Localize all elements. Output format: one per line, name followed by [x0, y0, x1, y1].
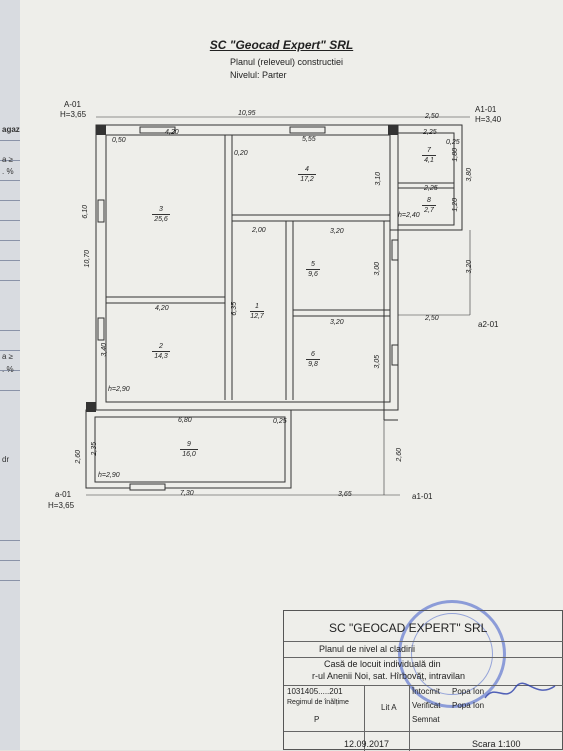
dimension-label: 3,40: [101, 343, 108, 357]
dimension-label: h=2,40: [398, 212, 420, 219]
dimension-label: 0,25: [273, 418, 287, 425]
titleblock-intocmit-name: Popa Ion: [452, 687, 485, 696]
titleblock-lit: Lit A: [381, 703, 397, 712]
porch-inner: [94, 416, 286, 483]
title-block: SC "GEOCAD EXPERT" SRL Planul de nivel a…: [283, 610, 563, 751]
titleblock-semnat: Semnat: [412, 715, 440, 724]
titleblock-regime-label: Regimul de înălțime: [287, 699, 349, 706]
dimension-label: 3,20: [330, 228, 344, 235]
dimension-label: 6,80: [178, 417, 192, 424]
sidebar-fragment: dr: [2, 455, 10, 464]
dimension-label: 2,50: [425, 315, 439, 322]
dimension-label: 10,70: [84, 250, 91, 268]
annex-wall: [389, 124, 463, 231]
sidebar-fragment: a ≥: [2, 352, 14, 361]
dimension-label: 0,50: [112, 137, 126, 144]
dimension-label: 2,25: [424, 185, 438, 192]
company-stamp: [398, 600, 506, 708]
dimension-label: 5,55: [302, 136, 316, 143]
annex-inner: [397, 132, 455, 226]
dimension-label: 1,20: [452, 198, 459, 212]
marker-height: H=3,65: [48, 501, 75, 510]
dimension-label: 2,50: [425, 113, 439, 120]
titleblock-date: 12.09.2017: [344, 739, 390, 749]
marker-A-01: A-01: [64, 100, 81, 109]
page-title: SC "Geocad Expert" SRL: [209, 38, 354, 52]
titleblock-object: Casă de locuit individuală din: [324, 659, 441, 669]
dimension-label: 6,10: [82, 205, 89, 219]
marker-a1-01: a1-01: [412, 492, 433, 501]
marker-height: H=3,65: [60, 110, 87, 119]
dimension-label: 2,35: [91, 442, 98, 456]
dimension-label: 2,25: [423, 129, 437, 136]
titleblock-scale: Scara 1:100: [472, 739, 521, 749]
level-label: Nivelul: Parter: [230, 70, 287, 80]
marker-a-01: a-01: [55, 490, 72, 499]
dimension-label: 3,00: [374, 262, 381, 276]
dimension-label: 10,95: [238, 110, 256, 117]
dimension-label: 2,60: [396, 448, 403, 462]
dimension-label: 3,80: [466, 168, 473, 182]
sidebar-fragment: . %: [2, 167, 14, 176]
titleblock-address: r-ul Anenii Noi, sat. Hîrbovăț, intravil…: [312, 671, 466, 681]
titleblock-company: SC "GEOCAD EXPERT" SRL: [329, 621, 488, 635]
dimension-label: 0,20: [234, 150, 248, 157]
dimension-label: h=2,90: [108, 386, 130, 393]
titleblock-verificat: Verificat: [412, 701, 441, 710]
titleblock-regime-value: P: [314, 715, 320, 724]
titleblock-plan: Planul de nivel al cladirii: [319, 644, 416, 654]
dimension-label: 3,20: [466, 260, 473, 274]
plan-subtitle: Planul (releveul) constructiei: [230, 57, 344, 67]
titleblock-verificat-name: Popa Ion: [452, 701, 485, 710]
dimension-label: h=2,90: [98, 472, 120, 479]
inner-wall-line: [105, 134, 391, 403]
dimension-label: 3,05: [374, 355, 381, 369]
dimension-label: 3,10: [375, 172, 382, 186]
dimension-label: 7,30: [180, 490, 194, 497]
dimension-label: 3,65: [338, 491, 352, 498]
marker-height: H=3,40: [475, 115, 502, 124]
dimension-label: 4,20: [155, 305, 169, 312]
sidebar-fragment: . %: [2, 365, 14, 374]
dimension-label: 3,20: [330, 319, 344, 326]
porch-wall: [85, 409, 292, 489]
handwritten-signature: [484, 682, 556, 699]
dimension-label: 2,00: [252, 227, 266, 234]
outer-wall: [95, 124, 399, 411]
dimension-label: 0,25: [446, 139, 460, 146]
dimension-label: 4,20: [165, 129, 179, 136]
sidebar-fragment: a ≥: [2, 155, 14, 164]
dimension-label: 6,35: [231, 302, 238, 316]
marker-a2-01: a2-01: [478, 320, 499, 329]
dimension-label: 2,60: [75, 450, 82, 464]
sidebar-fragment: agazin: [2, 125, 27, 134]
titleblock-intocmit: Întocmit: [412, 687, 441, 696]
dimension-label: 1,80: [452, 148, 459, 162]
marker-A1-01: A1-01: [475, 105, 497, 114]
titleblock-code: 1031405.....201: [287, 687, 343, 696]
